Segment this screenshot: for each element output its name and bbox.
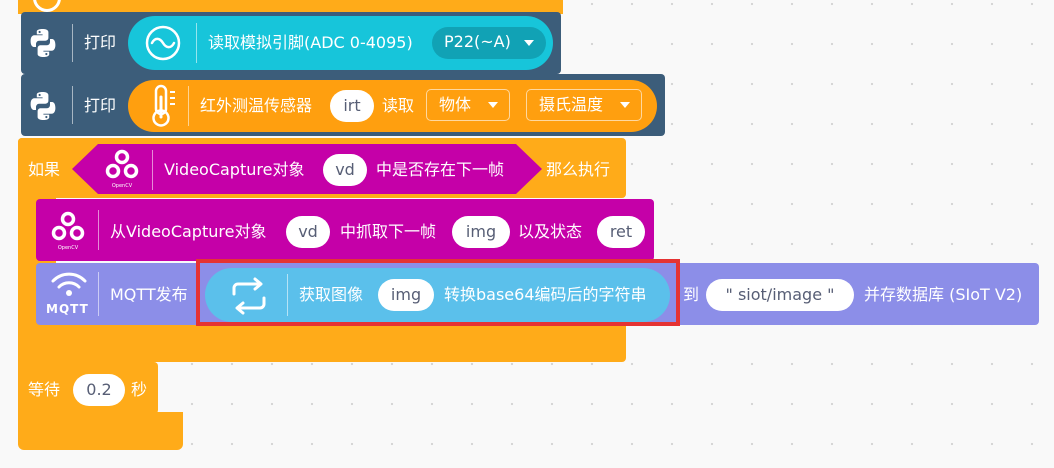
print-label: 打印 <box>84 96 117 115</box>
adc-icon <box>143 23 183 63</box>
grab-label: 中抓取下一帧 <box>340 222 437 241</box>
grab-status-var[interactable]: ret <box>597 216 645 248</box>
grab-status-label: 以及状态 <box>518 222 583 241</box>
print-label: 打印 <box>84 33 117 52</box>
wifi-icon <box>50 270 88 298</box>
target-dropdown[interactable]: 物体 <box>426 89 510 121</box>
repeat-icon <box>226 276 272 316</box>
divider <box>72 24 73 62</box>
unit-dropdown-value: 摄氏温度 <box>539 95 604 114</box>
read-adc-label: 读取模拟引脚(ADC 0-4095) <box>208 33 413 52</box>
svg-text:OpenCV: OpenCV <box>112 183 133 189</box>
divider <box>72 86 73 124</box>
unit-dropdown[interactable]: 摄氏温度 <box>526 89 642 121</box>
convert-label: 转换base64编码后的字符串 <box>444 285 647 304</box>
stack-bottom-cap <box>18 412 183 450</box>
ir-sensor-label: 红外测温传感器 <box>200 96 313 115</box>
highlight-box <box>196 259 680 326</box>
python-icon <box>27 90 59 122</box>
condition-object-var[interactable]: vd <box>323 154 367 186</box>
grab-object-var[interactable]: vd <box>286 216 330 248</box>
grab-frame-var[interactable]: img <box>452 216 510 248</box>
save-database-label: 并存数据库 (SIoT V2) <box>864 285 1023 304</box>
condition-object-label: VideoCapture对象 <box>164 160 305 179</box>
then-label: 那么执行 <box>546 160 611 179</box>
divider <box>188 86 189 126</box>
sensor-var-input[interactable]: irt <box>330 90 374 122</box>
opencv-logo-icon: OpenCV <box>48 210 88 252</box>
grab-from-label: 从VideoCapture对象 <box>110 222 267 241</box>
chevron-down-icon <box>620 102 630 108</box>
opencv-condition-boolean[interactable] <box>72 144 542 194</box>
thermometer-icon <box>142 83 182 129</box>
base64-reporter[interactable] <box>205 268 670 322</box>
wait-unit-label: 秒 <box>131 380 148 399</box>
divider <box>98 272 99 316</box>
mqtt-publish-label: MQTT发布 <box>110 285 188 304</box>
pin-dropdown-value: P22(~A) <box>444 32 511 51</box>
target-dropdown-value: 物体 <box>439 95 472 114</box>
get-image-label: 获取图像 <box>299 285 364 304</box>
wait-label: 等待 <box>28 380 61 399</box>
chevron-down-icon <box>524 40 534 46</box>
divider <box>287 274 288 316</box>
topic-input[interactable]: " siot/image " <box>706 279 854 311</box>
python-icon <box>27 27 59 59</box>
wait-seconds-input[interactable]: 0.2 <box>73 374 125 406</box>
divider <box>152 150 153 190</box>
condition-tail-label: 中是否存在下一帧 <box>376 160 505 179</box>
to-label: 到 <box>683 285 700 304</box>
if-label: 如果 <box>28 160 61 179</box>
top-control-block[interactable] <box>18 0 563 14</box>
opencv-logo-icon: OpenCV <box>102 148 142 190</box>
pin-dropdown[interactable]: P22(~A) <box>432 27 546 59</box>
image-var[interactable]: img <box>378 279 434 311</box>
svg-text:OpenCV: OpenCV <box>58 245 79 251</box>
grab-frame-block[interactable] <box>36 199 654 261</box>
chevron-down-icon <box>488 102 498 108</box>
divider <box>196 23 197 63</box>
if-block-footer[interactable] <box>18 320 626 362</box>
read-label: 读取 <box>382 96 415 115</box>
mqtt-icon-text: MQTT <box>46 302 89 316</box>
divider <box>98 210 99 250</box>
